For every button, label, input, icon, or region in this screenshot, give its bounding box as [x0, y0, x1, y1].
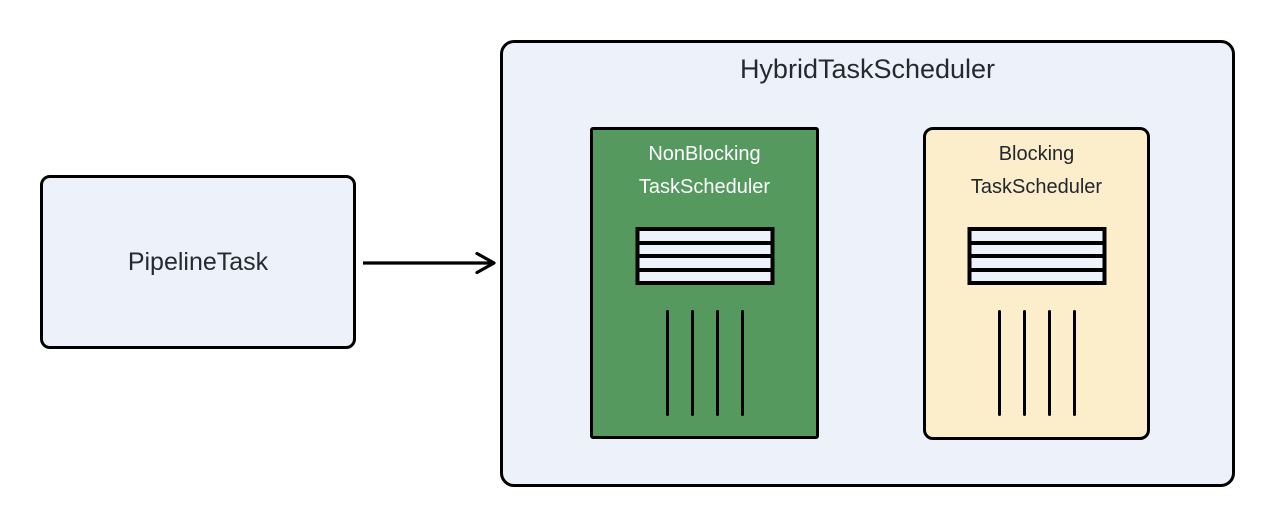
- thread-line: [1022, 310, 1026, 416]
- thread-line: [665, 310, 669, 416]
- threads-icon: [997, 310, 1076, 416]
- queue-slot: [971, 258, 1102, 268]
- blocking-scheduler-label-line2: TaskScheduler: [970, 176, 1103, 198]
- thread-line: [715, 310, 719, 416]
- hybrid-scheduler-container: HybridTaskScheduler NonBlocking TaskSche…: [500, 40, 1235, 487]
- thread-line: [690, 310, 694, 416]
- pipeline-task-node: PipelineTask: [40, 175, 356, 349]
- thread-line: [1047, 310, 1051, 416]
- threads-icon: [665, 310, 744, 416]
- queue-slot: [971, 244, 1102, 254]
- pipeline-task-label: PipelineTask: [127, 247, 269, 276]
- blocking-scheduler-label-line1: Blocking: [998, 143, 1075, 165]
- thread-line: [1072, 310, 1076, 416]
- queue-icon: [967, 227, 1106, 285]
- thread-line: [740, 310, 744, 416]
- queue-slot: [971, 271, 1102, 281]
- hybrid-scheduler-title: HybridTaskScheduler: [739, 54, 996, 84]
- nonblocking-scheduler-label: NonBlocking TaskScheduler: [593, 138, 816, 204]
- queue-slot: [639, 231, 770, 241]
- blocking-scheduler-label: Blocking TaskScheduler: [926, 138, 1147, 204]
- queue-slot: [639, 271, 770, 281]
- nonblocking-scheduler-node: NonBlocking TaskScheduler: [590, 127, 819, 439]
- nonblocking-scheduler-label-line1: NonBlocking: [648, 143, 761, 165]
- queue-icon: [635, 227, 774, 285]
- queue-slot: [639, 244, 770, 254]
- arrow-right-icon: [363, 251, 496, 275]
- thread-line: [997, 310, 1001, 416]
- nonblocking-scheduler-label-line2: TaskScheduler: [638, 176, 771, 198]
- blocking-scheduler-node: Blocking TaskScheduler: [923, 127, 1150, 440]
- queue-slot: [639, 258, 770, 268]
- queue-slot: [971, 231, 1102, 241]
